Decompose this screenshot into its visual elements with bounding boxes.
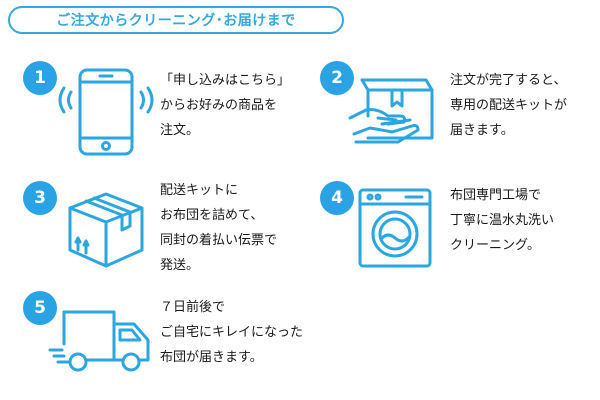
delivery-truck-icon (48, 310, 154, 378)
step-text-line: ７日前後で (160, 300, 226, 315)
cardboard-box-icon (66, 188, 146, 274)
step-text-line: 配送キットに (160, 183, 239, 198)
step-text-line: 注文。 (160, 123, 200, 138)
step-text-line: 丁寧に温水丸洗い (450, 213, 555, 228)
washing-machine-icon (358, 188, 432, 272)
step-text-line: 専用の配送キットが (450, 98, 568, 113)
step-text-line: 布団が届きます。 (160, 350, 263, 365)
step-number-badge: 1 (23, 61, 57, 95)
step-text-line: 「申し込みはこちら」 (160, 73, 291, 88)
step-number-badge: 2 (320, 61, 354, 95)
step-number-badge: 4 (320, 181, 354, 215)
step-description: 「申し込みはこちら」 からお好みの商品を 注文。 (160, 68, 290, 143)
step-number-badge: 3 (23, 181, 57, 215)
step-description: 配送キットに お布団を詰めて、 同封の着払い伝票で 発送。 (160, 178, 277, 278)
step-description: ７日前後で ご自宅にキレイになった 布団が届きます。 (160, 295, 303, 370)
page-title: ご注文からクリーニング･お届けまで (8, 6, 344, 34)
smartphone-icon (58, 68, 154, 162)
step-text-line: お布団を詰めて、 (160, 208, 264, 223)
step-number-badge: 5 (23, 291, 57, 325)
step-description: 布団専門工場で 丁寧に温水丸洗い クリーニング。 (450, 183, 554, 258)
step-text-line: 注文が完了すると、 (450, 73, 567, 88)
step-text-line: 布団専門工場で (450, 188, 542, 203)
step-text-line: 発送。 (160, 258, 200, 273)
step-text-line: 同封の着払い伝票で (160, 233, 278, 248)
box-delivery-hand-icon (348, 76, 434, 150)
step-text-line: からお好みの商品を (160, 98, 278, 113)
step-description: 注文が完了すると、 専用の配送キットが 届きます。 (450, 68, 567, 143)
step-text-line: 届きます。 (450, 123, 514, 138)
step-text-line: クリーニング。 (450, 238, 540, 253)
step-text-line: ご自宅にキレイになった (160, 325, 304, 340)
